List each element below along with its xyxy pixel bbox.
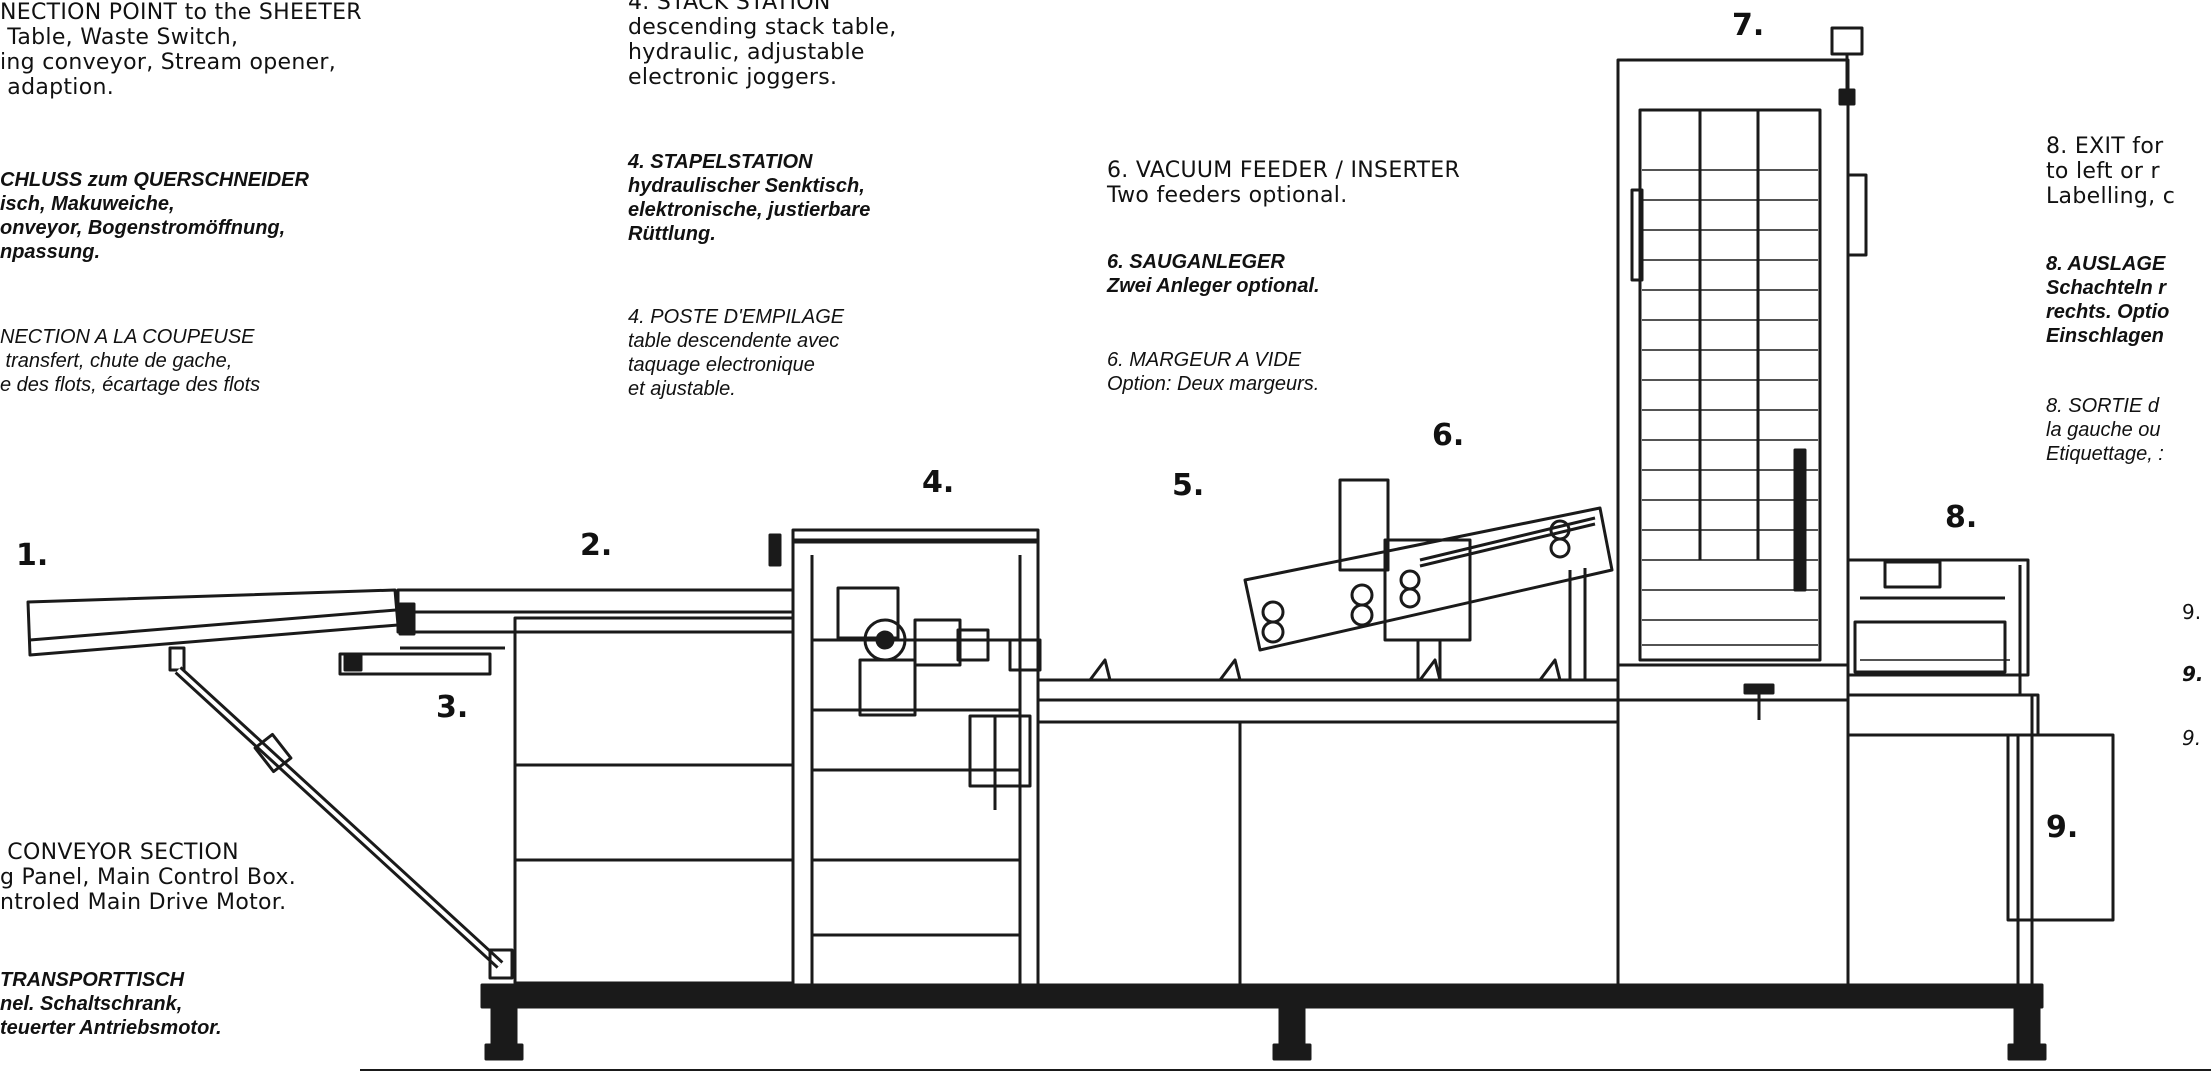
side-cabinet [2006, 733, 2115, 922]
section-6-english: 6. VACUUM FEEDER / INSERTER Two feeders … [1107, 158, 1461, 208]
callout-1: 1. [16, 538, 49, 573]
section-1-french: NECTION A LA COUPEUSE transfert, chute d… [0, 326, 261, 396]
section-6-german: 6. SAUGANLEGER Zwei Anleger optional. [1107, 251, 1320, 297]
section-3-english: CONVEYOR SECTION g Panel, Main Control B… [0, 840, 297, 915]
callout-2: 2. [580, 528, 613, 563]
section-8-german: 8. AUSLAGE Schachteln r rechts. Optio Ei… [2046, 253, 2170, 347]
control-cabinet [513, 616, 795, 985]
vacuum-feeder [1243, 478, 1614, 680]
tower-unit [1616, 26, 1868, 720]
option-9-3: 9. [2182, 726, 2202, 750]
collecting-conveyor [1036, 658, 1620, 987]
section-4-german: 4. STAPELSTATION hydraulischer Senktisch… [628, 151, 871, 245]
section-4-french: 4. POSTE D'EMPILAGE table descendente av… [628, 306, 845, 400]
section-1-german: CHLUSS zum QUERSCHNEIDER isch, Makuweich… [0, 169, 309, 263]
infeed-conveyor [26, 588, 514, 980]
callout-7: 7. [1732, 8, 1765, 43]
transfer-table [338, 588, 795, 676]
callout-6: 6. [1432, 418, 1465, 453]
callout-8: 8. [1945, 500, 1978, 535]
option-9-2: 9. [2182, 662, 2204, 686]
exit-station [1616, 558, 2040, 987]
section-6-french: 6. MARGEUR A VIDE Option: Deux margeurs. [1107, 349, 1320, 395]
callout-4: 4. [922, 465, 955, 500]
callout-3: 3. [436, 690, 469, 725]
callout-5: 5. [1172, 468, 1205, 503]
stack-station [768, 528, 1042, 987]
section-8-english: 8. EXIT for to left or r Labelling, c [2046, 134, 2176, 209]
section-1-english: NECTION POINT to the SHEETER Table, Wast… [0, 0, 362, 100]
base-frame [360, 983, 2211, 1071]
callout-9: 9. [2046, 810, 2079, 845]
section-8-french: 8. SORTIE d la gauche ou Etiquettage, : [2046, 395, 2164, 465]
section-4-english: 4. STACK STATION descending stack table,… [628, 0, 897, 90]
option-9-1: 9. [2182, 600, 2202, 624]
section-3-german: TRANSPORTTISCH nel. Schaltschrank, teuer… [0, 969, 222, 1039]
